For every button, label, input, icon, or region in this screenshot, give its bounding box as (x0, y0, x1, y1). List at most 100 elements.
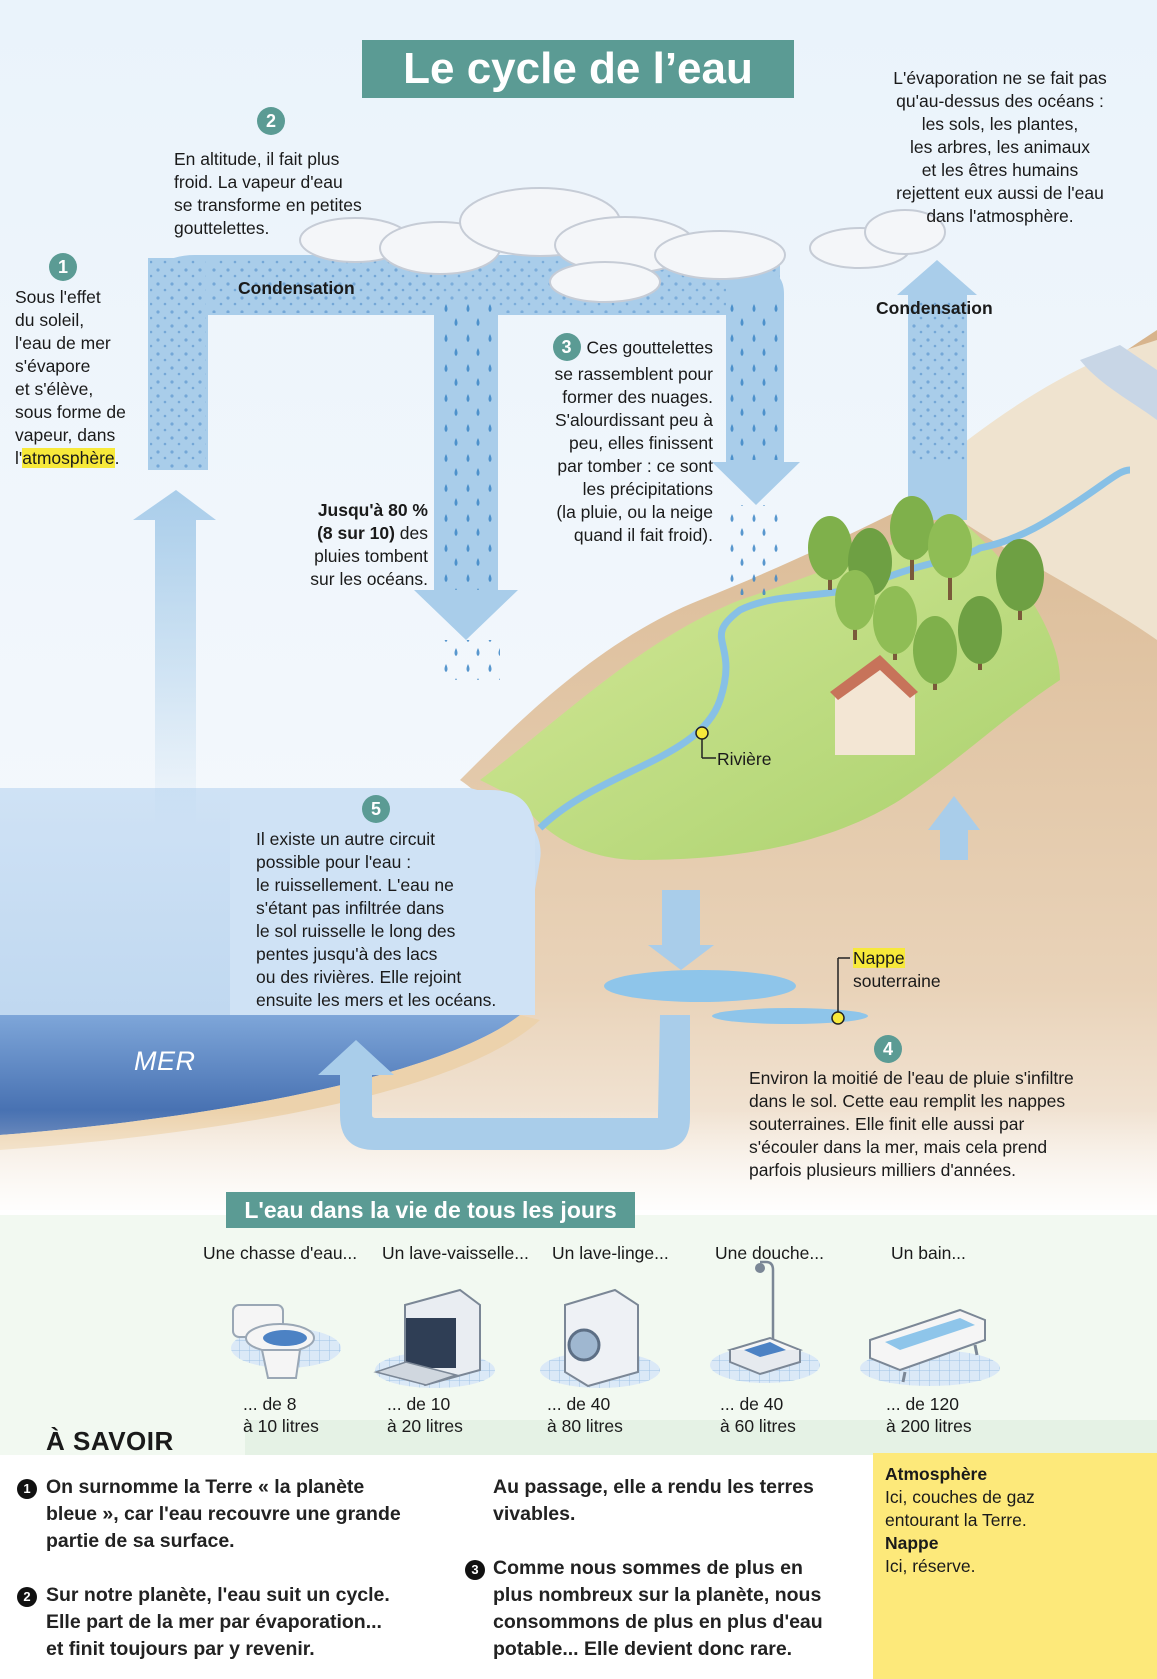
step-1-badge: 1 (49, 253, 77, 281)
savoir-bullet-1: 1 (17, 1479, 37, 1499)
step-1-line: sous forme de (15, 402, 126, 422)
savoir-line: potable... Elle devient donc rare. (493, 1638, 793, 1660)
step-5-line: ou des rivières. Elle rejoint (256, 967, 462, 987)
step-5-line: possible pour l'eau : (256, 852, 412, 872)
savoir-line: bleue », car l'eau recouvre une grande (46, 1503, 401, 1525)
step-2-text: En altitude, il fait plus froid. La vape… (174, 148, 414, 240)
amount-line: ... de 120 (886, 1394, 959, 1414)
evaporation-note: L'évaporation ne se fait pas qu'au-dessu… (860, 67, 1140, 228)
evap-note-line: L'évaporation ne se fait pas (893, 68, 1107, 88)
savoir-line: et finit toujours par y revenir. (46, 1638, 315, 1660)
washing-machine-icon (540, 1288, 660, 1388)
step-4-line: s'écouler dans la mer, mais cela prend (749, 1137, 1048, 1157)
savoir-title: À SAVOIR (46, 1426, 174, 1456)
savoir-line: On surnomme la Terre « la planète (46, 1476, 365, 1498)
amount-line: ... de 40 (720, 1394, 784, 1414)
dishwasher-icon (373, 1288, 495, 1388)
step-1-line: l'eau de mer (15, 333, 111, 353)
appliance-label: Une chasse d'eau... (203, 1243, 358, 1263)
ocean-rain-line: Jusqu'à 80 % (317, 500, 428, 520)
ocean-rain-line: (8 sur 10) (317, 523, 395, 543)
amount-line: à 200 litres (886, 1416, 972, 1436)
step-2-line: froid. La vapeur d'eau (174, 172, 343, 192)
page-title: Le cycle de l’eau (362, 40, 794, 98)
river-label: Rivière (717, 749, 772, 769)
ocean-rain-line: sur les océans. (310, 569, 428, 589)
evap-note-line: qu'au-dessus des océans : (896, 91, 1104, 111)
nappe-label: Nappe souterraine (853, 947, 941, 993)
amount-line: ... de 10 (387, 1394, 451, 1414)
step-3-line: peu, elles finissent (569, 433, 713, 453)
step-5-badge: 5 (362, 795, 390, 823)
savoir-bullet-2: 2 (17, 1587, 37, 1607)
amount-line: à 60 litres (720, 1416, 796, 1436)
condensation-label-left: Condensation (238, 278, 355, 298)
amount-line: à 80 litres (547, 1416, 623, 1436)
savoir-point-1: On surnomme la Terre « la planète bleue … (46, 1474, 466, 1555)
step-3-line: par tomber : ce sont (557, 456, 713, 476)
amount-line: à 10 litres (243, 1416, 319, 1436)
glossary-definition: entourant la Terre. (885, 1510, 1027, 1530)
step-3-line: former des nuages. (562, 387, 713, 407)
step-1-line: l' (15, 448, 23, 468)
toilet-icon (231, 1304, 341, 1379)
savoir-point-2: Sur notre planète, l'eau suit un cycle. … (46, 1582, 466, 1663)
step-1-line: . (114, 448, 120, 468)
amount-line: à 20 litres (387, 1416, 463, 1436)
step-4-line: Environ la moitié de l'eau de pluie s'in… (749, 1068, 1074, 1088)
evap-note-line: les sols, les plantes, (921, 114, 1079, 134)
appliance-label: Un bain... (891, 1243, 966, 1263)
step-3-line: Ces gouttelettes (586, 337, 713, 358)
step-2-line: En altitude, il fait plus (174, 149, 340, 169)
step-5-line: le ruissellement. L'eau ne (256, 875, 454, 895)
evap-note-line: les arbres, les animaux (910, 137, 1090, 157)
step-1-line: vapeur, dans (15, 425, 116, 445)
shower-icon (710, 1260, 820, 1383)
evap-note-line: dans l'atmosphère. (926, 206, 1074, 226)
savoir-line: Elle part de la mer par évaporation... (46, 1611, 382, 1633)
step-5-text: Il existe un autre circuit possible pour… (256, 828, 531, 1012)
step-5-line: ensuite les mers et les océans. (256, 990, 497, 1010)
step-4-text: Environ la moitié de l'eau de pluie s'in… (749, 1067, 1149, 1182)
step-1-line: et s'élève, (15, 379, 94, 399)
step-2-line: gouttelettes. (174, 218, 270, 238)
savoir-line: plus nombreux sur la planète, nous (493, 1584, 822, 1606)
glossary-box: Atmosphère Ici, couches de gaz entourant… (873, 1453, 1157, 1679)
evap-note-line: rejettent eux aussi de l'eau (896, 183, 1104, 203)
savoir-line: vivables. (493, 1503, 576, 1525)
step-1-text: Sous l'effet du soleil, l'eau de mer s'é… (15, 286, 155, 470)
appliance-label: Une douche... (715, 1243, 824, 1263)
appliance-label: Un lave-vaisselle... (382, 1243, 529, 1263)
savoir-line: consommons de plus en plus d'eau (493, 1611, 823, 1633)
step-5-line: le sol ruisselle le long des (256, 921, 456, 941)
atmosphere-highlight: atmosphère (22, 448, 115, 468)
condensation-label-right: Condensation (876, 298, 993, 318)
daily-section-title: L'eau dans la vie de tous les jours (226, 1192, 635, 1228)
glossary-term: Atmosphère (885, 1464, 988, 1484)
glossary-term: Nappe (885, 1533, 939, 1553)
step-4-badge: 4 (874, 1035, 902, 1063)
ocean-rain-line: pluies tombent (314, 546, 428, 566)
step-3-line: se rassemblent pour (554, 364, 713, 384)
savoir-bullet-3: 3 (465, 1560, 485, 1580)
amount-line: ... de 8 (243, 1394, 297, 1414)
step-5-line: Il existe un autre circuit (256, 829, 435, 849)
glossary-definition: Ici, couches de gaz (885, 1487, 1035, 1507)
evap-note-line: et les êtres humains (921, 160, 1079, 180)
ocean-rain-line: des (394, 523, 428, 543)
step-1-line: s'évapore (15, 356, 91, 376)
savoir-line: Comme nous sommes de plus en (493, 1557, 803, 1579)
amount-line: ... de 40 (547, 1394, 611, 1414)
step-3-badge: 3 (552, 333, 581, 361)
step-5-line: s'étant pas infiltrée dans (256, 898, 445, 918)
step-2-line: se transforme en petites (174, 195, 362, 215)
step-2-badge: 2 (257, 107, 285, 135)
nappe-label-line: souterraine (853, 971, 941, 991)
step-3-line: les précipitations (582, 479, 713, 499)
